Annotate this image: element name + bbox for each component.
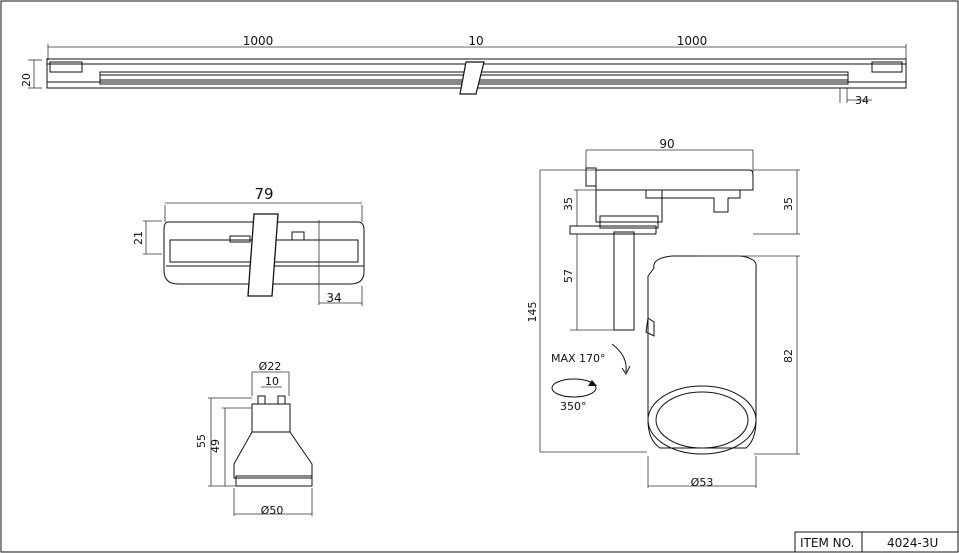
connector-drawing	[143, 202, 365, 306]
lamp-dim-face-dia: Ø50	[261, 504, 284, 517]
spotlight-drawing	[539, 149, 800, 488]
rail-dim-right: 1000	[677, 34, 708, 48]
spot-rotate-label: 350°	[560, 400, 587, 413]
lamp-drawing	[208, 371, 313, 516]
connector-dim-width: 79	[254, 185, 273, 203]
spot-tilt-label: MAX 170°	[551, 352, 606, 365]
spot-dim-145: 145	[526, 302, 539, 323]
rail-dim-left: 1000	[243, 34, 274, 48]
lamp-dim-pin: 10	[265, 375, 279, 388]
rail-dim-height: 20	[20, 73, 33, 87]
connector-dim-height: 21	[132, 231, 145, 245]
spot-dim-width: 90	[659, 137, 674, 151]
lamp-dim-h55: 55	[195, 434, 208, 448]
item-no-value: 4024-3U	[887, 536, 938, 550]
title-block	[794, 531, 959, 553]
connector-dim-offset: 34	[326, 291, 341, 305]
rail-dim-gap: 10	[468, 34, 483, 48]
rail-dim-end: 34	[855, 94, 869, 107]
spot-dim-right35: 35	[782, 197, 795, 211]
track-rail	[28, 44, 907, 103]
spot-dim-left35: 35	[562, 197, 575, 211]
lamp-dim-outer-dia: Ø22	[259, 360, 282, 373]
lamp-dim-h49: 49	[209, 439, 222, 453]
item-no-label: ITEM NO.	[800, 536, 854, 550]
spot-dim-82: 82	[782, 349, 795, 363]
spot-dim-dia: Ø53	[691, 476, 714, 489]
spot-dim-57: 57	[562, 269, 575, 283]
